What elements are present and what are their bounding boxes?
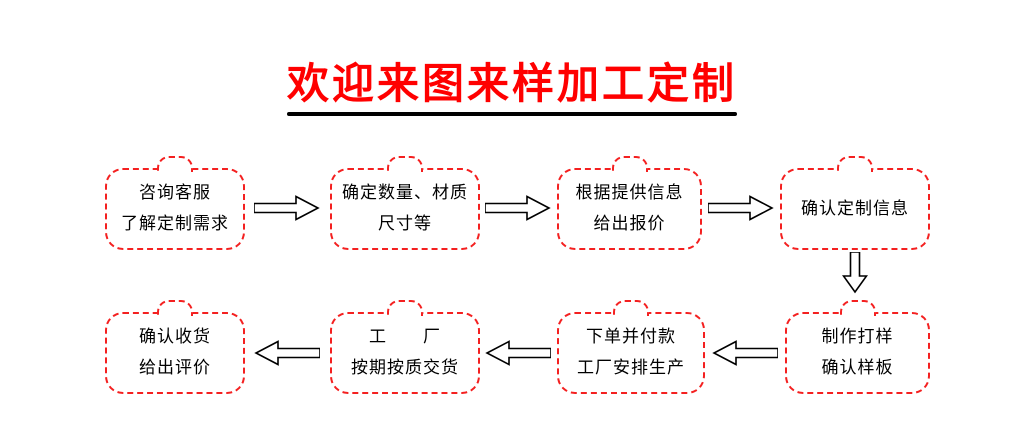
flow-step-factory-delivery: 工 厂 按期按质交货 xyxy=(330,300,480,394)
flow-step-quote: 根据提供信息 给出报价 xyxy=(557,156,702,250)
left-arrow-icon xyxy=(485,340,552,366)
flow-step-text: 确定数量、材质 xyxy=(342,183,468,203)
left-arrow-icon xyxy=(254,340,321,366)
box-tab xyxy=(837,156,873,172)
flow-step-text: 确认收货 xyxy=(139,327,211,347)
flow-step-text: 制作打样 xyxy=(821,327,894,347)
flow-step-text: 了解定制需求 xyxy=(121,214,229,233)
box-tab xyxy=(157,156,193,172)
page-title: 欢迎来图来样加工定制 xyxy=(286,60,737,107)
right-arrow-icon xyxy=(707,195,774,221)
box-tab xyxy=(839,300,876,316)
flow-step-text: 确认定制信息 xyxy=(801,198,909,218)
flow-step-order-pay: 下单并付款 工厂安排生产 xyxy=(557,300,705,394)
flow-step-quantity-material: 确定数量、材质 尺寸等 xyxy=(330,156,480,250)
box-tab xyxy=(157,300,193,316)
flow-step-sample: 制作打样 确认样板 xyxy=(785,300,930,394)
box-tab xyxy=(387,156,423,172)
flow-step-text: 尺寸等 xyxy=(378,214,432,233)
title-underline xyxy=(287,112,737,116)
flow-step-text: 工 厂 xyxy=(369,327,441,347)
down-arrow-icon xyxy=(841,251,869,294)
left-arrow-icon xyxy=(712,340,779,366)
flow-step-consult-service: 咨询客服 了解定制需求 xyxy=(105,156,245,250)
flow-step-text: 工厂安排生产 xyxy=(577,358,685,377)
box-tab xyxy=(613,300,649,316)
flow-step-text: 根据提供信息 xyxy=(575,183,684,203)
right-arrow-icon xyxy=(253,195,320,221)
flow-step-text: 确认样板 xyxy=(821,358,894,377)
flow-step-text: 咨询客服 xyxy=(139,183,211,203)
flow-step-text: 按期按质交货 xyxy=(351,358,459,377)
flow-step-text: 给出报价 xyxy=(593,214,666,233)
flow-step-confirm-info: 确认定制信息 xyxy=(780,156,930,250)
flow-step-receive-review: 确认收货 给出评价 xyxy=(105,300,245,394)
box-tab xyxy=(611,156,648,172)
flow-step-text: 给出评价 xyxy=(139,358,211,377)
flow-step-text: 下单并付款 xyxy=(586,327,676,347)
right-arrow-icon xyxy=(484,195,551,221)
box-tab xyxy=(387,300,423,316)
